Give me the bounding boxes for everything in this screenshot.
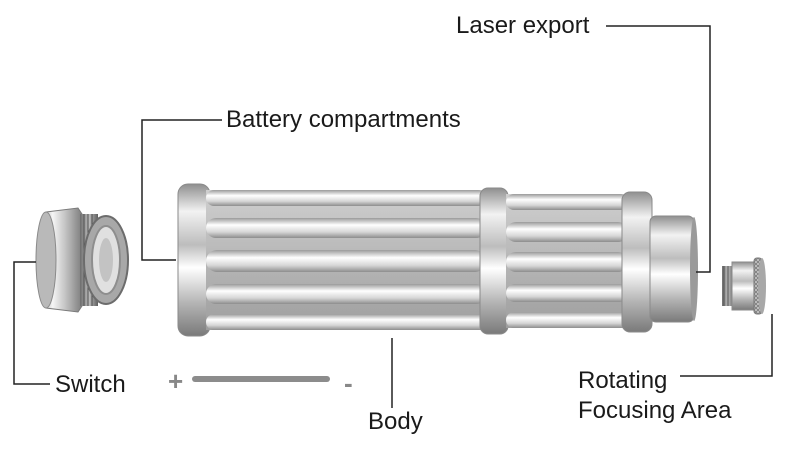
body-tube	[178, 184, 698, 336]
label-battery-compartments: Battery compartments	[226, 106, 461, 134]
label-body: Body	[368, 408, 423, 436]
focus-tip	[722, 258, 766, 314]
label-laser-export: Laser export	[456, 12, 589, 40]
label-switch: Switch	[55, 371, 126, 399]
label-rotating-line1: Rotating	[578, 366, 731, 396]
label-rotating-focusing-area: Rotating Focusing Area	[578, 366, 731, 426]
label-rotating-line2: Focusing Area	[578, 396, 731, 426]
polarity-minus: -	[344, 370, 353, 396]
polarity-bar	[192, 376, 330, 382]
polarity-plus: +	[168, 368, 183, 394]
switch-cap	[36, 208, 128, 312]
